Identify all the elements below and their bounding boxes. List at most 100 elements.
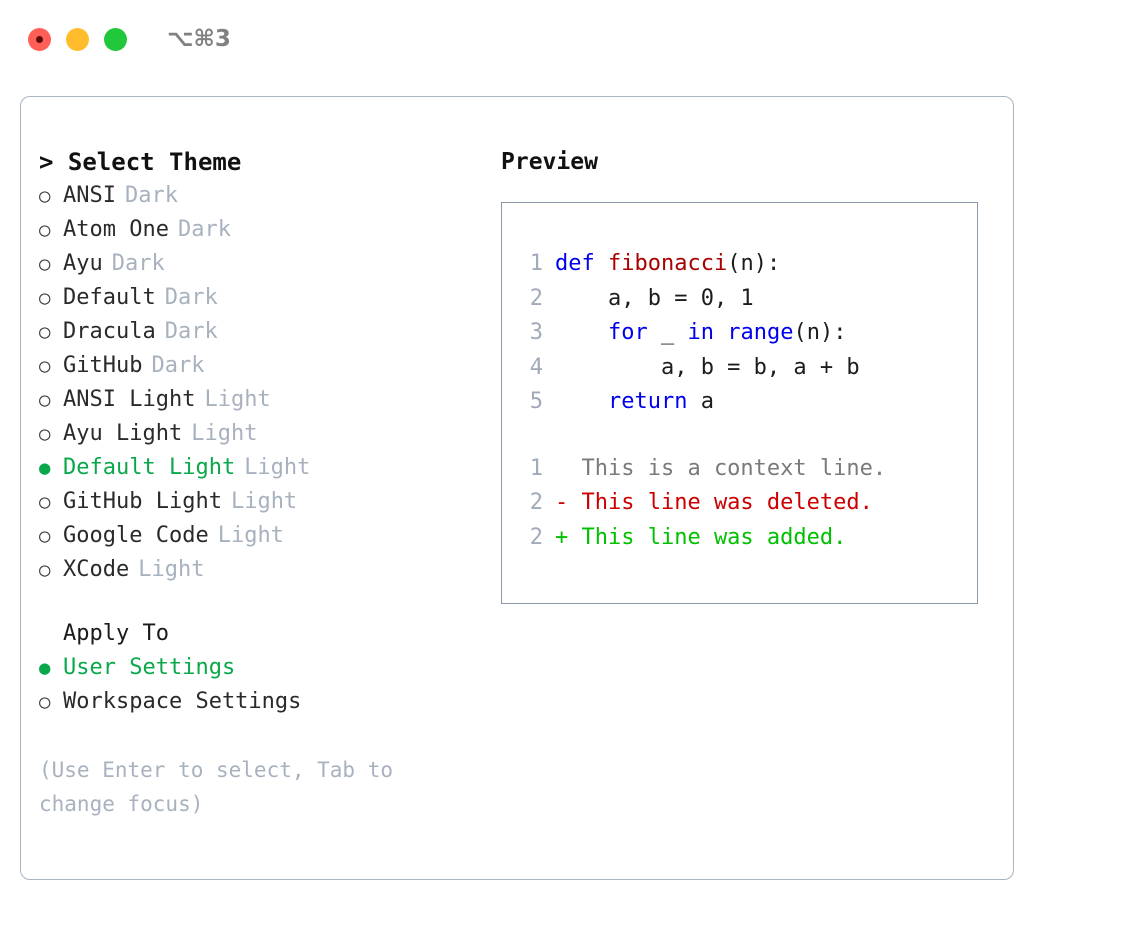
zoom-window-icon[interactable]: [104, 27, 127, 51]
theme-variant-tag: Dark: [111, 251, 165, 276]
apply-to-option-label: Workspace Settings: [63, 689, 302, 714]
diff-line-number: 2: [529, 524, 543, 550]
radio-unselected-icon: ○: [39, 185, 51, 207]
code-line: 4 a, b = b, a + b: [517, 351, 967, 386]
code-token-plain: (n):: [793, 320, 847, 345]
title-bar: ⌥⌘3: [0, 0, 1140, 78]
preview-title: Preview: [501, 149, 598, 175]
radio-unselected-icon: ○: [39, 321, 51, 343]
list-spacer: [39, 587, 479, 617]
code-token-plain: [555, 389, 608, 414]
theme-option-label: Dracula: [63, 319, 156, 344]
code-line: 1 def fibonacci(n):: [517, 247, 967, 282]
theme-variant-tag: Dark: [177, 217, 231, 242]
minimize-window-icon[interactable]: [66, 27, 89, 51]
theme-option-google-code[interactable]: ○ Google Code Light: [39, 519, 479, 553]
code-line-number: 3: [529, 320, 543, 345]
code-line: 5 return a: [517, 385, 967, 420]
apply-to-option-workspace-settings[interactable]: ○ Workspace Settings: [39, 685, 479, 719]
theme-option-dracula[interactable]: ○ Dracula Dark: [39, 315, 479, 349]
code-line-text: a, b = 0, 1: [555, 282, 754, 317]
traffic-lights: [28, 27, 127, 51]
code-line-text: def fibonacci(n):: [555, 247, 780, 282]
page-title: > Select Theme: [39, 148, 242, 176]
theme-option-default[interactable]: ○ Default Dark: [39, 281, 479, 315]
diff-line: 2 - This line was deleted.: [517, 486, 967, 521]
code-line-text: return a: [555, 385, 714, 420]
radio-unselected-icon: ○: [39, 355, 51, 377]
code-token-kw: in: [687, 320, 714, 345]
window-shortcut-label: ⌥⌘3: [167, 26, 231, 52]
theme-option-label: Default Light: [63, 455, 236, 480]
diff-line-number: 2: [529, 490, 543, 515]
theme-option-label: XCode: [63, 557, 130, 582]
theme-option-label: Ayu: [63, 251, 103, 276]
code-token-kw: return: [607, 389, 688, 414]
diff-line: 1 This is a context line.: [517, 452, 967, 487]
theme-option-label: GitHub: [63, 353, 143, 378]
theme-option-label: Google Code: [63, 523, 209, 548]
theme-variant-tag: Light: [204, 387, 271, 412]
apply-to-option-user-settings[interactable]: ● User Settings: [39, 651, 479, 685]
theme-variant-tag: Light: [138, 557, 205, 582]
diff-line-text: - This line was deleted.: [555, 490, 873, 515]
radio-unselected-icon: ○: [39, 491, 51, 513]
radio-selected-icon: ●: [39, 657, 51, 679]
theme-variant-tag: Light: [217, 523, 284, 548]
radio-unselected-icon: ○: [39, 389, 51, 411]
radio-unselected-icon: ○: [39, 525, 51, 547]
theme-option-atom-one[interactable]: ○ Atom One Dark: [39, 213, 479, 247]
code-sample: 1 def fibonacci(n): 2 a, b = 0, 1 3 for _ i…: [517, 247, 967, 555]
radio-unselected-icon: ○: [39, 287, 51, 309]
theme-option-label: Default: [63, 285, 156, 310]
radio-unselected-icon: ○: [39, 219, 51, 241]
theme-option-label: Ayu Light: [63, 421, 183, 446]
code-line-number: 4: [529, 354, 543, 380]
close-window-icon[interactable]: [28, 27, 51, 51]
diff-line-text: + This line was added.: [555, 524, 847, 550]
diff-line: 2 + This line was added.: [517, 521, 967, 556]
theme-option-label: GitHub Light: [63, 489, 222, 514]
radio-unselected-icon: ○: [39, 253, 51, 275]
code-line-number: 1: [529, 251, 543, 276]
theme-variant-tag: Dark: [151, 353, 205, 378]
diff-lines: 1 This is a context line. 2 - This line wa…: [517, 452, 967, 556]
theme-option-default-light[interactable]: ● Default Light Light: [39, 451, 479, 485]
radio-unselected-icon: ○: [39, 691, 51, 713]
theme-variant-tag: Light: [244, 455, 311, 480]
theme-variant-tag: Dark: [164, 319, 218, 344]
code-token-kw: range: [727, 320, 794, 345]
code-line-number: 5: [529, 389, 543, 414]
theme-option-xcode[interactable]: ○ XCode Light: [39, 553, 479, 587]
apply-to-label: Apply To: [63, 621, 169, 646]
code-line-text: a, b = b, a + b: [555, 351, 860, 386]
theme-option-github[interactable]: ○ GitHub Dark: [39, 349, 479, 383]
theme-option-ayu[interactable]: ○ Ayu Dark: [39, 247, 479, 281]
code-token-fn: fibonacci: [607, 251, 728, 276]
hint-spacer: [39, 719, 479, 753]
apply-to-option-label: User Settings: [63, 655, 236, 680]
radio-unselected-icon: ○: [39, 423, 51, 445]
radio-selected-icon: ●: [39, 457, 51, 479]
diff-line-number: 1: [529, 455, 543, 481]
code-token-plain: a, b = 0, 1: [555, 285, 754, 311]
keyboard-hint: (Use Enter to select, Tab to change focu…: [39, 758, 394, 816]
code-token-kw: for: [607, 320, 648, 345]
diff-line-text: This is a context line.: [555, 455, 887, 481]
theme-variant-tag: Dark: [164, 285, 218, 310]
code-token-plain: [714, 320, 727, 345]
code-token-plain: _: [647, 320, 688, 345]
theme-option-label: ANSI: [63, 183, 116, 208]
radio-unselected-icon: ○: [39, 559, 51, 581]
theme-option-label: Atom One: [63, 217, 169, 242]
code-token-plain: a: [687, 389, 714, 414]
code-line-text: for _ in range(n):: [555, 316, 846, 351]
code-line: 3 for _ in range(n):: [517, 316, 967, 351]
